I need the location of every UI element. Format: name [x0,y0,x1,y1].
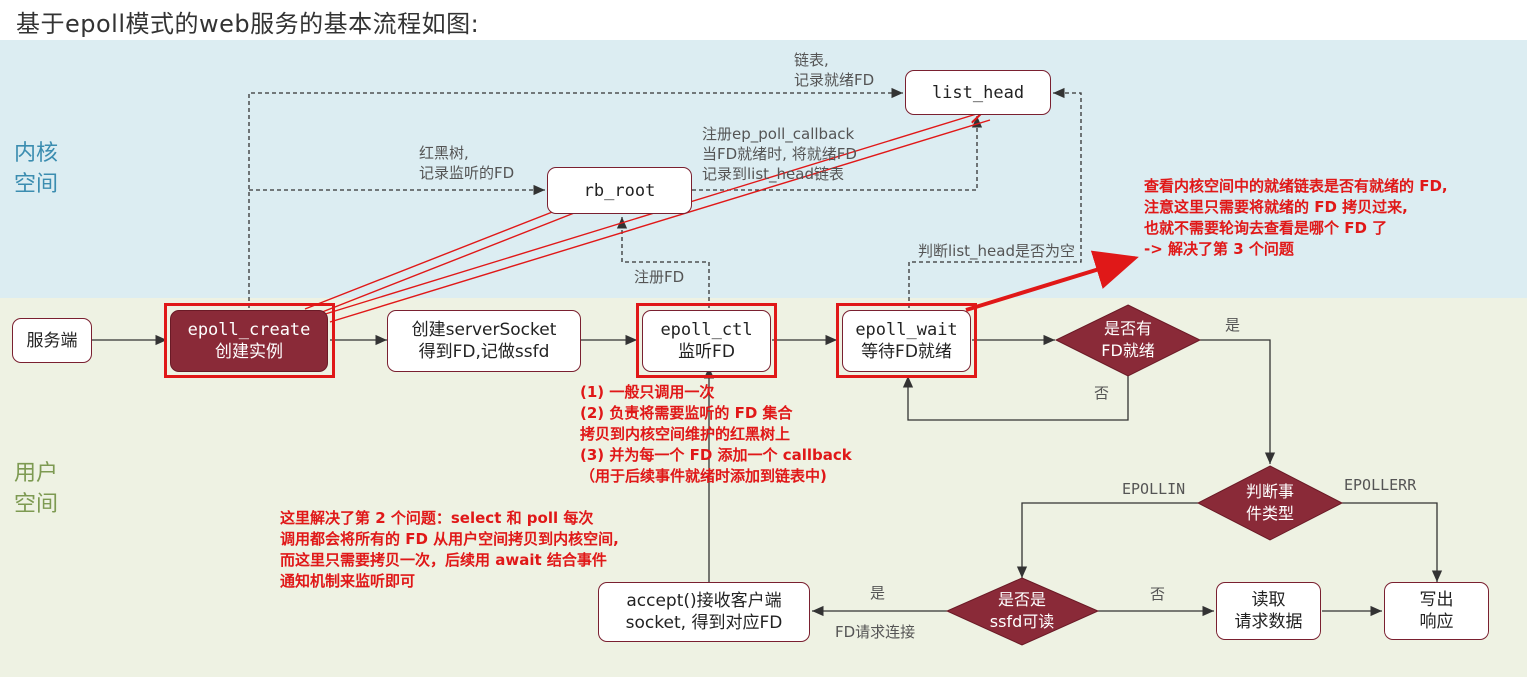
highlight-epoll-create [164,303,335,378]
list-head-description: 链表,记录就绪FD [794,51,875,89]
decision-event-type-label: 判断事件类型 [1245,482,1294,523]
yes-label-readable: 是 [870,584,886,602]
page-title: 基于epoll模式的web服务的基本流程如图: [16,10,480,38]
register-fd-label: 注册FD [634,268,685,286]
kernel-space-label: 内核空间 [14,141,59,197]
epoll-ctl-note: (1) 一般只调用一次(2) 负责将需要监听的 FD 集合 拷贝到内核空间维护的… [580,383,852,485]
yes-label-ready: 是 [1225,316,1241,334]
node-server: 服务端 [12,318,92,363]
epollerr-label: EPOLLERR [1344,476,1417,494]
fd-request-label: FD请求连接 [835,623,916,641]
kernel-ready-list-note: 查看内核空间中的就绪链表是否有就绪的 FD,注意这里只需要将就绪的 FD 拷贝过… [1144,177,1448,258]
decision-fd-ready [1054,304,1202,377]
node-list-head: list_head [905,70,1051,115]
user-space-label: 用户空间 [14,461,59,517]
epollin-label: EPOLLIN [1122,480,1186,498]
node-read-request: 读取请求数据 [1216,582,1321,640]
kernel-space-band [0,40,1527,298]
no-label-readable: 否 [1150,585,1166,603]
problem-2-note: 这里解决了第 2 个问题：select 和 poll 每次调用都会将所有的 FD… [280,509,619,590]
decision-event-type [1196,465,1344,541]
highlight-epoll-ctl [636,303,777,378]
decision-ssfd-readable [945,577,1100,646]
node-rb-root: rb_root [547,167,692,214]
node-write-response: 写出响应 [1384,582,1489,640]
rb-root-description: 红黑树,记录监听的FD [419,144,515,182]
no-label-ready: 否 [1094,384,1110,402]
check-list-head-label: 判断list_head是否为空 [918,242,1075,260]
highlight-epoll-wait [836,303,977,378]
